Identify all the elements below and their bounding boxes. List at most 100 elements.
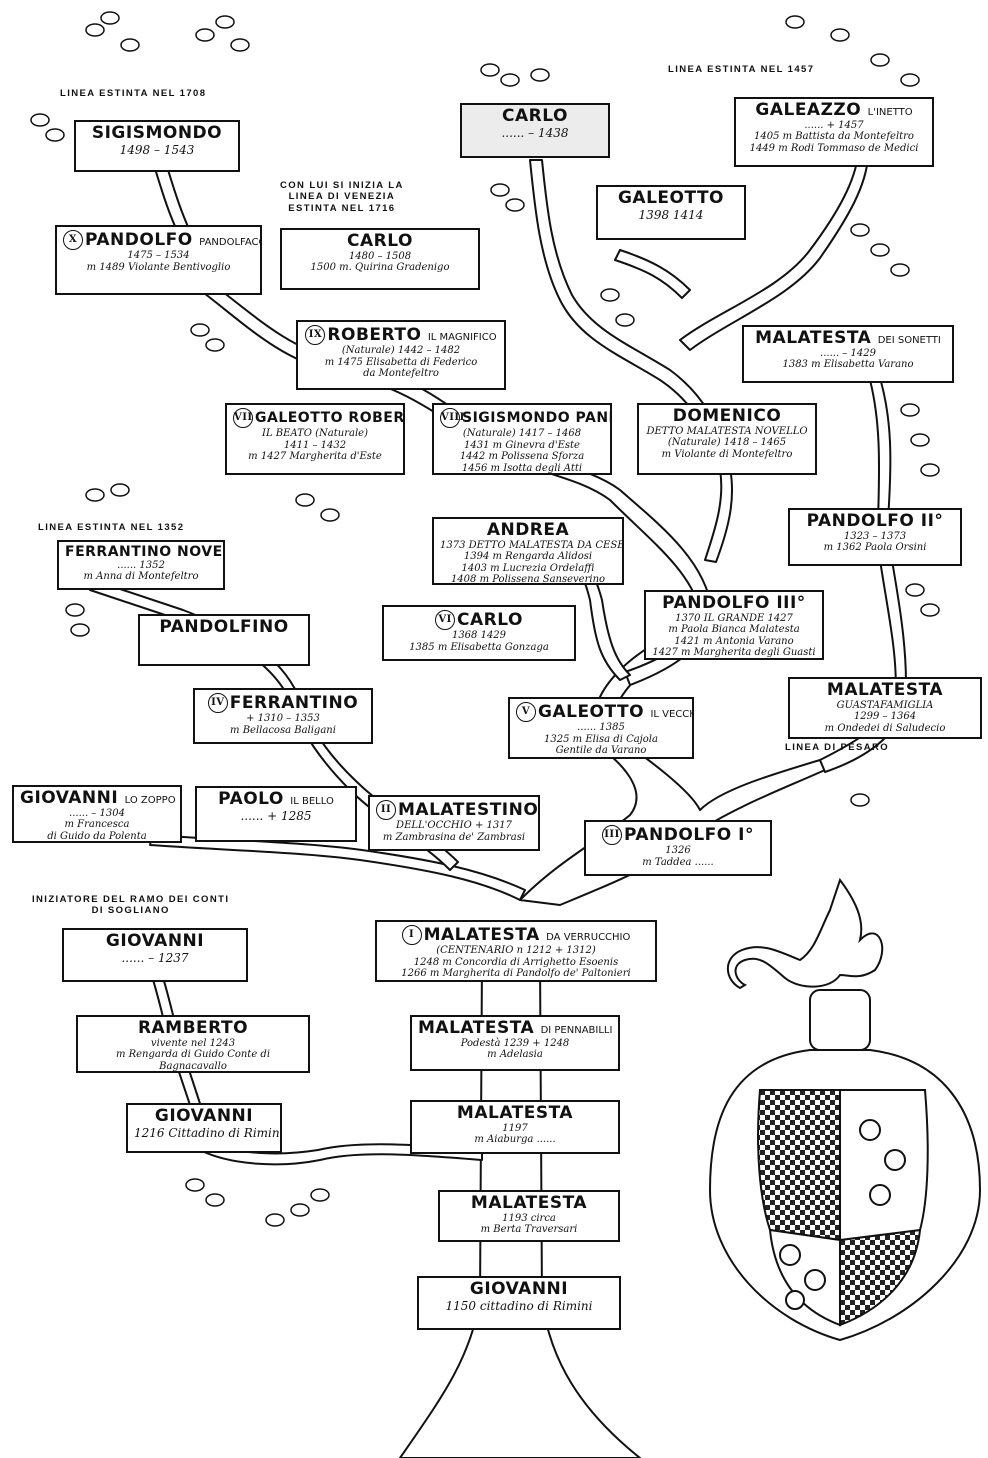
person-detail-line: 1398 1414 [638,207,704,222]
person-name: GIOVANNI LO ZOPPO [20,789,176,808]
person-detail-line: m Adelasia [487,1049,543,1061]
coat-of-arms-icon [708,877,982,1342]
person-name: FERRANTINO NOVELLO [65,545,223,560]
person-detail-line: 1480 – 1508 [348,250,412,262]
person-detail-line: (Naturale) 1442 – 1482 [341,345,461,356]
person-detail-line: 1475 – 1534 [127,250,190,261]
person-name: CARLO [468,107,602,126]
person-detail-line: m Violante di Montefeltro [661,448,793,460]
person-detail-line: m 1362 Paola Orsini [823,542,927,554]
leaf-cluster-right [850,403,940,807]
person-name-text: DOMENICO [672,406,782,426]
person-epithet: IL MAGNIFICO [427,332,497,343]
person-detail-line: da Montefeltro [363,368,439,379]
person-detail-line: m Paola Bianca Malatesta [668,624,800,636]
person-name-text: ANDREA [486,520,570,540]
person-detail-line: IL BEATO (Naturale) [262,428,368,439]
person-detail-line: 1498 – 1543 [119,142,195,157]
person-name-text: GALEOTTO ROBERTO [255,410,404,426]
person-name: DOMENICO [645,406,809,426]
numeral-circle: VI [435,610,456,630]
numeral-circle: V [516,702,536,722]
person-detail-line: 1442 m Polissena Sforza [459,451,585,462]
person-detail-line: 1373 DETTO MALATESTA DA CESENA 1416 [440,539,624,551]
person-name-text: CARLO [457,610,523,630]
person-detail-line: 1150 cittadino di Rimini [445,1298,593,1313]
person-name-text: FERRANTINO NOVELLO [65,544,223,560]
person-name-text: PANDOLFINO [159,617,289,637]
person-name-text: RAMBERTO [137,1018,249,1038]
person-detail-line: 1266 m Margherita di Pandolfo de' Palton… [401,968,631,979]
branch-sonetti [869,377,892,521]
note-sogliano-line: DI SOGLIANO [91,905,170,917]
person-detail-line: ...... – 1438 [501,125,569,140]
person-detail-line: m Aiaburga ...... [474,1134,556,1146]
person-name: PANDOLFINO [146,617,302,637]
note-linea-1352: LINEA ESTINTA NEL 1352 [38,522,185,533]
person-detail-line: m 1489 Violante Bentivoglio [86,261,231,273]
person-detail-line: 1449 m Rodi Tommaso de Medici [749,142,919,154]
person-detail-line: 1421 m Antonia Varano [674,635,794,647]
person-detail-line: DELL'OCCHIO + 1317 [396,820,512,831]
person-detail-line: ...... – 1429 [820,347,876,359]
person-name: PANDOLFO II° [796,512,954,531]
person-detail-line: 1385 m Elisabetta Gonzaga [409,641,549,653]
person-name: VIIISIGISMONDO PANDOLFO [440,408,610,428]
person-name: SIGISMONDO [82,124,232,143]
person-detail-line: ...... + 1457 [804,119,864,131]
person-epithet: PANDOLFACCIO [199,237,260,248]
person-detail-line: m Ondedei di Saludecio [824,722,946,734]
person-name: MALATESTA DEI SONETTI [750,329,946,348]
person-detail-line: 1405 m Battista da Montefeltro [754,131,914,143]
numeral-circle: I [401,925,422,945]
person-name: MALATESTA [418,1104,612,1123]
person-detail-line: m Francesca [64,819,130,831]
note-venezia: CON LUI SI INIZIA LA LINEA DI VENEZIA ES… [280,180,404,214]
person-name: PANDOLFO III° [652,593,816,613]
person-detail-line: ...... – 1237 [121,950,189,965]
note-pesaro: LINEA DI PESARO [785,742,890,753]
person-detail-line: m Taddea ...... [642,856,714,868]
person-detail-line: GUASTAFAMIGLIA [836,699,934,711]
person-name-text: MALATESTA [826,680,944,700]
person-name-text: PANDOLFO III° [662,593,806,613]
person-detail-line: 1197 [502,1122,528,1134]
person-detail-line: 1193 circa [502,1212,556,1224]
person-box-giovanni-1237: GIOVANNI...... – 1237 [62,928,248,982]
person-detail-line: 1431 m Ginevra d'Este [464,439,580,451]
person-epithet: DI PENNABILLI [540,1025,613,1036]
person-name-text: MALATESTINO [398,800,539,820]
person-detail-line: 1299 – 1364 [853,711,917,723]
leaf-cluster-top-right [600,15,920,327]
person-detail-line: 1325 m Elisa di Cajola [544,733,658,745]
person-name-text: MALATESTA [423,925,540,945]
person-name: MALATESTA [796,680,974,700]
person-detail-line: 1411 – 1432 [283,439,347,451]
person-detail-line: Gentile da Varano [555,745,647,756]
person-detail-line: + 1310 – 1353 [246,713,320,724]
person-detail-line: 1456 m Isotta degli Atti [461,462,583,474]
person-detail-line: 1323 – 1373 [843,530,907,542]
person-detail-line: (Naturale) 1418 – 1465 [667,437,787,449]
person-name-text: PAOLO [218,789,284,809]
note-sogliano-line: INIZIATORE DEL RAMO DEI CONTI [32,894,230,905]
numeral-circle: II [376,800,396,820]
